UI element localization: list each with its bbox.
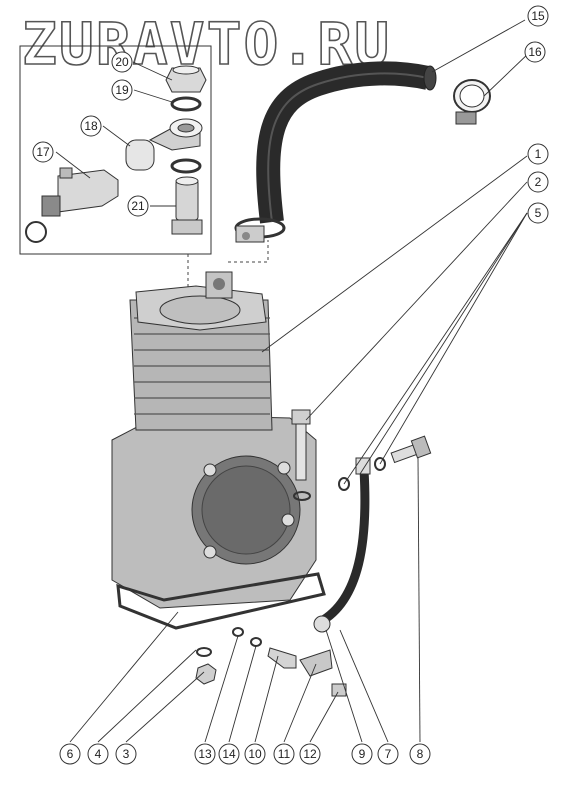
callout-circle (111, 51, 133, 73)
callout-5: 5 (527, 202, 549, 224)
callout-circle (32, 141, 54, 163)
leader-lines (55, 19, 531, 743)
callout-12: 12 (299, 743, 321, 765)
callout-circle (527, 171, 549, 193)
callout-2: 2 (527, 171, 549, 193)
callout-number: 14 (222, 747, 236, 761)
callout-circle (244, 743, 266, 765)
callout-circle (218, 743, 240, 765)
small-fasteners (195, 627, 347, 697)
callout-circle (409, 743, 431, 765)
callout-number: 17 (36, 145, 50, 159)
clamp-16 (453, 79, 491, 125)
hose-clamp (234, 217, 286, 243)
callout-number: 10 (248, 747, 262, 761)
callout-number: 13 (198, 747, 212, 761)
callout-4: 4 (87, 743, 109, 765)
callout-circle (524, 41, 546, 63)
callout-9: 9 (351, 743, 373, 765)
watermark-text: ZURAVTO.RU (22, 10, 391, 78)
callout-number: 12 (303, 747, 317, 761)
callout-10: 10 (244, 743, 266, 765)
callout-1: 1 (527, 143, 549, 165)
bolt-1 (291, 409, 311, 501)
callout-16: 16 (524, 41, 546, 63)
callout-number: 7 (385, 747, 392, 761)
callout-number: 18 (84, 119, 98, 133)
callout-20: 20 (111, 51, 133, 73)
callout-number: 2 (535, 175, 542, 189)
callout-circle (127, 195, 149, 217)
callout-circle (377, 743, 399, 765)
callout-number: 9 (359, 747, 366, 761)
callout-15: 15 (527, 5, 549, 27)
callout-number: 6 (67, 747, 74, 761)
callout-number: 15 (531, 9, 545, 23)
callout-17: 17 (32, 141, 54, 163)
callout-circle (111, 79, 133, 101)
callout-circle (527, 143, 549, 165)
callout-19: 19 (111, 79, 133, 101)
callout-circle (87, 743, 109, 765)
hose-connector-dash (228, 240, 269, 263)
callout-number: 5 (535, 206, 542, 220)
bolt-8 (390, 435, 432, 464)
callout-circle (351, 743, 373, 765)
callout-number: 16 (528, 45, 542, 59)
callout-11: 11 (273, 743, 295, 765)
inset-parts (25, 65, 207, 243)
callout-circle (115, 743, 137, 765)
callout-6: 6 (59, 743, 81, 765)
callout-13: 13 (194, 743, 216, 765)
callout-8: 8 (409, 743, 431, 765)
callout-number: 20 (115, 55, 129, 69)
callout-number: 11 (278, 747, 291, 761)
callout-number: 19 (115, 83, 129, 97)
callout-circle (273, 743, 295, 765)
callout-number: 21 (131, 199, 145, 213)
callout-circle (80, 115, 102, 137)
callout-18: 18 (80, 115, 102, 137)
callout-number: 3 (123, 747, 130, 761)
compressor-body (111, 271, 326, 630)
inset-box (19, 45, 212, 255)
callout-number: 1 (535, 147, 542, 161)
callout-circle (527, 5, 549, 27)
discharge-pipe (313, 457, 386, 633)
callout-3: 3 (115, 743, 137, 765)
callout-21: 21 (127, 195, 149, 217)
callout-circle (194, 743, 216, 765)
hose (256, 61, 437, 224)
callout-circle (527, 202, 549, 224)
callout-circle (59, 743, 81, 765)
callout-number: 4 (95, 747, 102, 761)
callout-14: 14 (218, 743, 240, 765)
callout-circle (299, 743, 321, 765)
callout-7: 7 (377, 743, 399, 765)
callout-number: 8 (417, 747, 424, 761)
